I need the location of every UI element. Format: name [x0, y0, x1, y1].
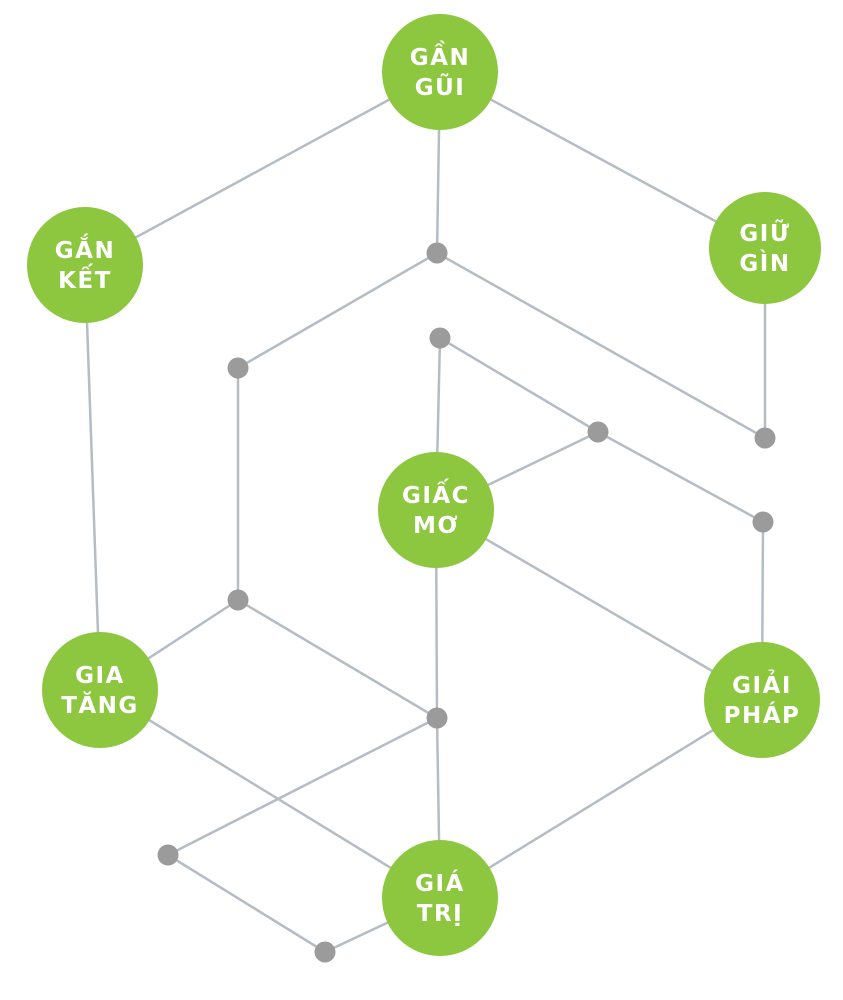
edge-j1--j2	[237, 251, 438, 370]
edge-j9--j10	[167, 853, 326, 954]
edge-gia-tang--gia-tri	[99, 688, 441, 900]
node-circle-giai-phap	[704, 642, 820, 758]
junction-dot-j10	[314, 941, 336, 963]
node-circle-gan-gui	[382, 14, 498, 130]
edge-gia-tri--giai-phap	[439, 698, 763, 900]
node-label-giac-mo-line1: GIẤC	[402, 478, 470, 509]
node-label-gia-tri-line1: GIÁ	[415, 869, 465, 897]
node-label-gia-tang-line1: GIA	[75, 663, 125, 689]
edge-gan-ket--gia-tang	[83, 264, 102, 691]
node-circle-giac-mo	[378, 452, 494, 568]
junction-dot-j8	[426, 707, 448, 729]
node-circle-gan-ket	[27, 207, 143, 323]
edge-j4--j6	[597, 430, 764, 524]
node-label-giai-phap-line1: GIẢI	[732, 669, 792, 699]
junction-dot-j4	[587, 421, 609, 443]
junction-dot-j2	[227, 357, 249, 379]
edge-j3--j4	[439, 336, 599, 434]
junction-dot-j6	[752, 511, 774, 533]
node-circle-gia-tang	[42, 632, 158, 748]
junction-dot-j3	[429, 327, 451, 349]
node-label-gia-tri-line2: TRỊ	[417, 901, 463, 927]
edge-gan-gui--gan-ket	[84, 70, 441, 267]
edge-j1--j5	[436, 251, 766, 440]
node-circle-giu-gin	[709, 192, 821, 304]
junction-dot-j7	[227, 589, 249, 611]
node-label-giu-gin-line1: GIỮ	[739, 219, 790, 247]
node-label-gan-gui-line2: GŨI	[415, 73, 466, 101]
edge-giac-mo--giai-phap	[435, 508, 763, 702]
node-circle-gia-tri	[382, 840, 498, 956]
junction-dot-j1	[426, 242, 448, 264]
junction-dot-j5	[754, 427, 776, 449]
node-label-giu-gin-line2: GÌN	[739, 249, 790, 277]
node-label-giac-mo-line2: MƠ	[413, 513, 459, 539]
node-label-gia-tang-line2: TĂNG	[61, 691, 139, 719]
edge-j7--j8	[237, 598, 438, 720]
node-label-gan-ket-line2: KẾT	[58, 263, 112, 294]
junction-dot-j9	[157, 844, 179, 866]
node-label-giai-phap-line2: PHÁP	[724, 701, 801, 729]
node-label-gan-gui-line1: GẦN	[410, 40, 470, 71]
node-label-gan-ket-line1: GẮN	[55, 233, 115, 264]
edge-j9--j8	[167, 716, 438, 857]
edge-gan-gui--giu-gin	[439, 70, 766, 250]
